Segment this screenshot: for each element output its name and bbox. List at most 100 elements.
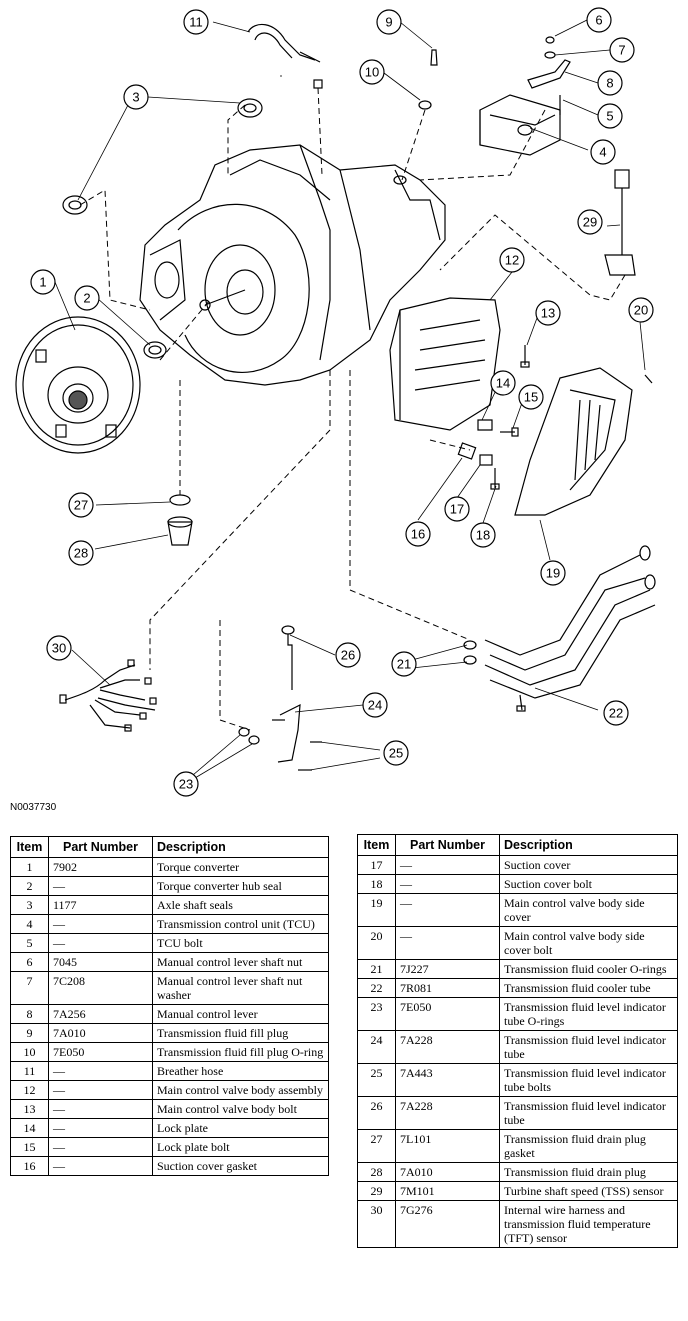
- callout-12: 12: [499, 247, 525, 273]
- svg-text:15: 15: [524, 390, 538, 405]
- seal-parts: [62, 98, 432, 546]
- callout-25: 25: [383, 740, 409, 766]
- svg-text:9: 9: [385, 15, 392, 30]
- callout-2: 2: [74, 285, 100, 311]
- svg-text:11: 11: [189, 15, 203, 30]
- item-cell: 30: [357, 1200, 396, 1248]
- table-row: 13—Main control valve body bolt: [10, 1099, 329, 1119]
- item-cell: 8: [10, 1004, 49, 1024]
- svg-text:6: 6: [595, 13, 602, 28]
- description-cell: Transmission fluid level indicator tube: [499, 1030, 678, 1064]
- item-cell: 13: [10, 1099, 49, 1119]
- description-cell: Manual control lever shaft nut washer: [152, 971, 329, 1005]
- table-header-row: Item Part Number Description: [10, 836, 329, 858]
- exploded-view-diagram: 1 2 3 4 5 6 7 8 9 10 11 12 13 14 15 16 1…: [15, 7, 656, 797]
- callout-30: 30: [46, 635, 72, 661]
- description-cell: Manual control lever shaft nut: [152, 952, 329, 972]
- part-number-cell: —: [395, 855, 500, 875]
- svg-text:23: 23: [179, 777, 193, 792]
- description-cell: Transmission fluid drain plug: [499, 1162, 678, 1182]
- part-number-cell: —: [395, 874, 500, 894]
- dipstick-tube: [238, 625, 301, 763]
- part-number-cell: —: [395, 926, 500, 960]
- part-number-cell: 7A228: [395, 1030, 500, 1064]
- part-number-cell: —: [48, 1099, 153, 1119]
- callout-19: 19: [540, 560, 566, 586]
- table-row: 18—Suction cover bolt: [357, 874, 678, 894]
- tcu-assembly: [430, 36, 571, 156]
- description-cell: Lock plate bolt: [152, 1137, 329, 1157]
- item-cell: 4: [10, 914, 49, 934]
- callout-23: 23: [173, 771, 199, 797]
- svg-text:4: 4: [599, 145, 606, 160]
- callout-20: 20: [628, 297, 654, 323]
- svg-text:20: 20: [634, 303, 648, 318]
- callout-22: 22: [603, 700, 629, 726]
- part-number-cell: —: [48, 933, 153, 953]
- callout-26: 26: [335, 642, 361, 668]
- callout-29: 29: [577, 209, 603, 235]
- callout-8: 8: [597, 70, 623, 96]
- item-cell: 27: [357, 1129, 396, 1163]
- table-row: 11—Breather hose: [10, 1061, 329, 1081]
- part-number-cell: 7J227: [395, 959, 500, 979]
- description-cell: Transmission fluid fill plug O-ring: [152, 1042, 329, 1062]
- svg-text:22: 22: [609, 706, 623, 721]
- item-cell: 10: [10, 1042, 49, 1062]
- part-number-cell: 7M101: [395, 1181, 500, 1201]
- description-cell: Suction cover: [499, 855, 678, 875]
- description-cell: Transmission fluid cooler O-rings: [499, 959, 678, 979]
- alignment-lines: [79, 87, 626, 731]
- table-row: 14—Lock plate: [10, 1118, 329, 1138]
- table-row: 20—Main control valve body side cover bo…: [357, 926, 678, 960]
- callout-27: 27: [68, 492, 94, 518]
- part-number-cell: —: [48, 1061, 153, 1081]
- part-number-cell: 7L101: [395, 1129, 500, 1163]
- header-item: Item: [10, 836, 49, 858]
- item-cell: 7: [10, 971, 49, 1005]
- svg-text:13: 13: [541, 306, 555, 321]
- torque-converter: [15, 316, 141, 454]
- description-cell: Transmission fluid level indicator tube: [499, 1096, 678, 1130]
- header-part-number: Part Number: [48, 836, 153, 858]
- svg-text:14: 14: [496, 376, 510, 391]
- callout-15: 15: [518, 384, 544, 410]
- item-cell: 28: [357, 1162, 396, 1182]
- item-cell: 25: [357, 1063, 396, 1097]
- description-cell: Torque converter hub seal: [152, 876, 329, 896]
- part-number-cell: —: [48, 1156, 153, 1176]
- cooler-tube: [463, 545, 656, 699]
- description-cell: Main control valve body bolt: [152, 1099, 329, 1119]
- part-number-cell: 7R081: [395, 978, 500, 998]
- item-cell: 15: [10, 1137, 49, 1157]
- item-cell: 5: [10, 933, 49, 953]
- table-header-row: Item Part Number Description: [357, 834, 678, 856]
- svg-text:28: 28: [74, 546, 88, 561]
- part-number-cell: 7902: [48, 857, 153, 877]
- item-cell: 19: [357, 893, 396, 927]
- part-number-cell: 7A010: [48, 1023, 153, 1043]
- description-cell: Breather hose: [152, 1061, 329, 1081]
- callout-13: 13: [535, 300, 561, 326]
- part-number-cell: —: [48, 876, 153, 896]
- part-number-cell: 7A228: [395, 1096, 500, 1130]
- table-row: 15—Lock plate bolt: [10, 1137, 329, 1157]
- description-cell: Manual control lever: [152, 1004, 329, 1024]
- item-cell: 14: [10, 1118, 49, 1138]
- table-row: 12—Main control valve body assembly: [10, 1080, 329, 1100]
- item-cell: 23: [357, 997, 396, 1031]
- part-number-cell: 7A443: [395, 1063, 500, 1097]
- breather-hose: [247, 23, 323, 89]
- figure-id: N0037730: [10, 802, 57, 813]
- description-cell: Internal wire harness and transmission f…: [499, 1200, 678, 1248]
- item-cell: 29: [357, 1181, 396, 1201]
- part-number-cell: —: [48, 1118, 153, 1138]
- svg-text:17: 17: [450, 502, 464, 517]
- part-number-cell: 7G276: [395, 1200, 500, 1248]
- item-cell: 9: [10, 1023, 49, 1043]
